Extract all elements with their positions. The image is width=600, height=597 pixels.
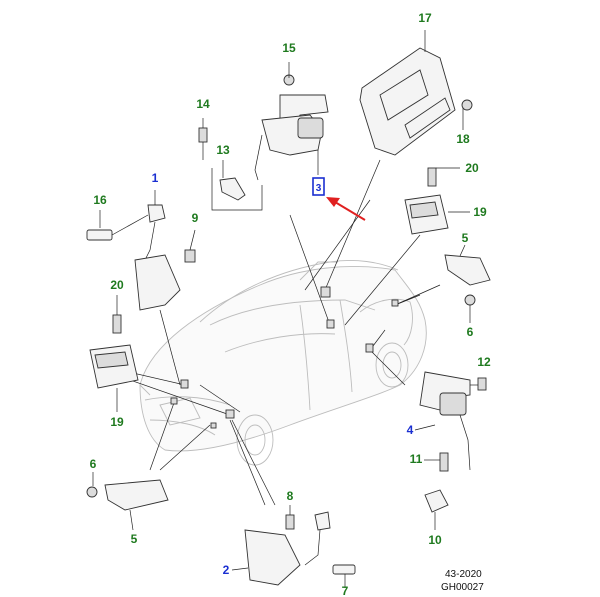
callout-13[interactable]: 13 — [216, 143, 230, 157]
sensor-link — [198, 118, 263, 211]
footer-line-2: GH00027 — [441, 582, 484, 593]
leader-lines — [119, 159, 441, 506]
front-module-left — [89, 295, 139, 412]
callout-19-left[interactable]: 19 — [110, 415, 124, 429]
callout-18[interactable]: 18 — [456, 132, 470, 146]
sensor-assembly-top — [254, 62, 329, 181]
callout-20-right[interactable]: 20 — [465, 161, 479, 175]
callout-5-left[interactable]: 5 — [131, 532, 138, 546]
callout-10[interactable]: 10 — [428, 533, 442, 547]
callout-1[interactable]: 1 — [152, 171, 159, 185]
callout-5-right[interactable]: 5 — [462, 231, 469, 245]
callout-3[interactable]: 3 — [316, 183, 322, 194]
callout-8[interactable]: 8 — [287, 489, 294, 503]
callout-19-right[interactable]: 19 — [473, 205, 487, 219]
callout-2[interactable]: 2 — [223, 563, 230, 577]
vehicle-outline — [139, 260, 427, 466]
callouts: 1 2 4 5 5 6 6 7 8 9 10 11 12 13 14 15 16… — [90, 11, 491, 597]
callout-12[interactable]: 12 — [477, 355, 491, 369]
bracket-bottom-left — [86, 472, 169, 531]
callout-11[interactable]: 11 — [410, 452, 423, 466]
callout-6-right[interactable]: 6 — [467, 325, 474, 339]
diagram-reference: 43-2020 GH00027 — [441, 569, 484, 593]
footer-line-1: 43-2020 — [445, 569, 482, 580]
callout-16[interactable]: 16 — [93, 193, 107, 207]
callout-6-left[interactable]: 6 — [90, 457, 97, 471]
callout-9[interactable]: 9 — [192, 211, 199, 225]
mount-points — [170, 286, 399, 429]
callout-7[interactable]: 7 — [342, 584, 349, 597]
callout-14[interactable]: 14 — [196, 97, 210, 111]
callout-20-left[interactable]: 20 — [110, 278, 124, 292]
front-module-right — [404, 167, 470, 235]
highlight-box[interactable] — [312, 177, 325, 196]
callout-17[interactable]: 17 — [418, 11, 432, 25]
sensor-assembly-bottom — [231, 505, 356, 588]
callout-15[interactable]: 15 — [282, 41, 296, 55]
control-module — [359, 30, 473, 156]
sensor-assembly-rear-right — [414, 371, 487, 530]
highlighted-item-3[interactable]: 3 — [312, 177, 325, 196]
callout-4[interactable]: 4 — [407, 423, 414, 437]
bracket-right — [444, 244, 491, 323]
pointer-arrow — [326, 197, 366, 221]
sensor-assembly-front-left — [86, 190, 196, 311]
